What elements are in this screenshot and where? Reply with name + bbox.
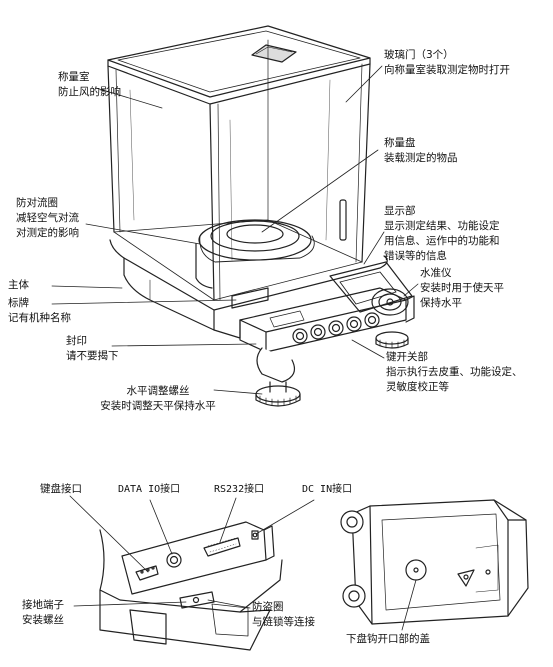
label-nameplate: 标牌 记有机种名称 [8,296,71,326]
leveling-feet [255,331,409,407]
label-nameplate-title: 标牌 [8,297,29,309]
label-ground-terminal-title: 接地端子 [22,599,64,611]
label-display-desc-3: 错误等的信息 [384,250,447,262]
label-antitheft-ring-desc: 与链锁等连接 [252,616,315,628]
leader-lines-top [51,65,419,395]
label-level: 水准仪 安装时用于使天平 保持水平 [420,266,504,311]
label-level-title: 水准仪 [420,267,452,279]
label-antitheft-ring: 防盗圈 与链锁等连接 [252,600,315,630]
label-dc-in-port: DC IN接口 [302,484,353,495]
label-leveling-screw-desc: 安装时调整天平保持水平 [100,400,216,412]
draft-shield-frame [107,25,371,301]
label-leveling-screw: 水平调整螺丝 安装时调整天平保持水平 [100,384,216,414]
label-weighing-chamber: 称量室 防止风的影响 [58,70,121,100]
label-seal-title: 封印 [66,335,87,347]
label-keyboard-port: 键盘接口 [40,483,82,495]
balance-underside [340,499,529,625]
leader-lines-bottom-left [69,495,315,609]
rear-panel [99,521,283,651]
balance-base [109,219,415,353]
label-display-desc-2: 用信息、运作中的功能和 [384,235,500,247]
label-key-switch-title: 键开关部 [386,351,428,363]
label-key-switch: 键开关部 指示执行去皮重、功能设定、 灵敏度校正等 [386,350,523,395]
label-leveling-screw-title: 水平调整螺丝 [126,385,190,397]
label-ground-terminal: 接地端子 安装螺丝 [22,598,64,628]
label-nameplate-desc: 记有机种名称 [8,312,71,324]
label-display-title: 显示部 [384,205,416,217]
label-display-desc-1: 显示测定结果、功能设定 [384,220,500,232]
label-hook-cover: 下盘钩开口部的盖 [346,633,430,645]
label-weighing-pan-desc: 装载测定的物品 [384,152,458,164]
label-glass-door-desc: 向称量室装取测定物时打开 [384,64,510,76]
label-glass-door: 玻璃门（3个） 向称量室装取测定物时打开 [384,48,510,78]
label-seal-desc: 请不要揭下 [66,350,119,362]
label-display: 显示部 显示测定结果、功能设定 用信息、运作中的功能和 错误等的信息 [384,204,500,264]
label-glass-door-title: 玻璃门（3个） [384,49,454,61]
label-main-body-title: 主体 [8,279,29,291]
label-weighing-pan: 称量盘 装载测定的物品 [384,136,458,166]
label-draft-ring-desc-1: 减轻空气对流 [16,212,79,224]
label-weighing-chamber-desc: 防止风的影响 [58,86,121,98]
label-rs232-port: RS232接口 [214,484,265,495]
label-main-body: 主体 [8,278,29,293]
label-level-desc-2: 保持水平 [420,297,462,309]
label-draft-ring: 防对流圈 减轻空气对流 对测定的影响 [16,196,79,241]
label-seal: 封印 请不要揭下 [66,334,119,364]
label-key-switch-desc-1: 指示执行去皮重、功能设定、 [386,366,523,378]
leader-line-hook-cover [401,579,417,631]
label-data-io-port: DATA IO接口 [118,484,181,495]
label-key-switch-desc-2: 灵敏度校正等 [386,381,449,393]
label-draft-ring-desc-2: 对测定的影响 [16,227,79,239]
label-weighing-chamber-title: 称量室 [58,71,90,83]
label-antitheft-ring-title: 防盗圈 [252,601,284,613]
label-level-desc-1: 安装时用于使天平 [420,282,504,294]
label-weighing-pan-title: 称量盘 [384,137,416,149]
label-ground-terminal-desc: 安装螺丝 [22,614,64,626]
label-draft-ring-title: 防对流圈 [16,197,58,209]
